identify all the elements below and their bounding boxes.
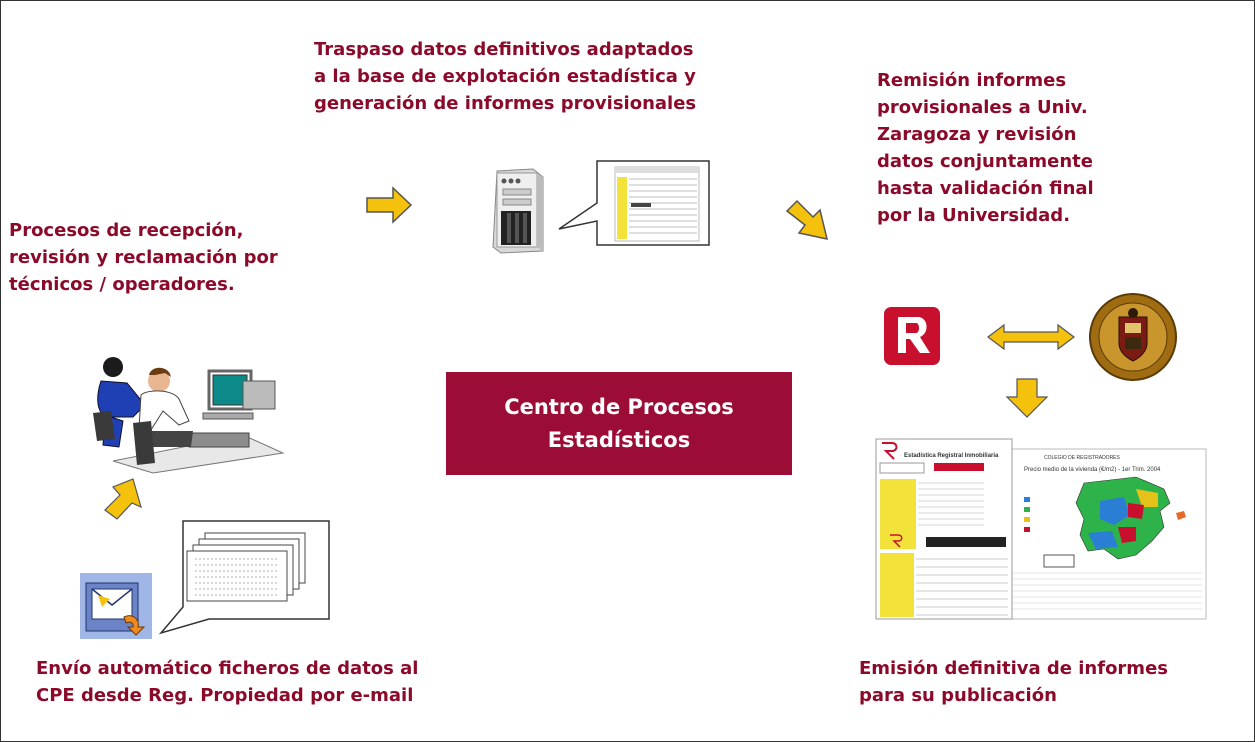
label-transfer: Traspaso datos definitivos adaptados a l… bbox=[314, 39, 697, 114]
server-icon bbox=[492, 168, 544, 254]
center-box: Centro de Procesos Estadísticos bbox=[446, 372, 792, 475]
university-seal-icon bbox=[1089, 293, 1177, 381]
arrow-double-horizontal-icon bbox=[987, 323, 1075, 351]
svg-text:COLEGIO DE REGISTRADORES: COLEGIO DE REGISTRADORES bbox=[1044, 455, 1121, 461]
svg-text:Precio medio de la vivienda (€: Precio medio de la vivienda (€/m2) - 1er… bbox=[1024, 467, 1161, 473]
svg-text:Estadística Registral Inmobili: Estadística Registral Inmobiliaria bbox=[904, 453, 999, 459]
email-icon bbox=[80, 573, 152, 639]
arrow-down-icon bbox=[1005, 378, 1049, 418]
arrow-down-right-icon bbox=[785, 199, 829, 240]
report-bubble-icon bbox=[558, 160, 710, 246]
label-sending: Envío automático ficheros de datos al CP… bbox=[36, 658, 419, 706]
documents-icon bbox=[158, 520, 330, 635]
report-preview-icon: COLEGIO DE REGISTRADORES Precio medio de… bbox=[875, 438, 1207, 620]
arrow-right-icon bbox=[366, 186, 413, 224]
operators-icon bbox=[93, 357, 285, 474]
arrow-up-icon bbox=[104, 478, 142, 520]
center-box-label: Centro de Procesos Estadísticos bbox=[504, 394, 734, 452]
registradores-logo-icon bbox=[884, 307, 940, 365]
label-remission: Remisión informes provisionales a Univ. … bbox=[877, 70, 1094, 226]
label-reception: Procesos de recepción, revisión y reclam… bbox=[9, 220, 278, 295]
label-emission: Emisión definitiva de informes para su p… bbox=[859, 658, 1168, 706]
